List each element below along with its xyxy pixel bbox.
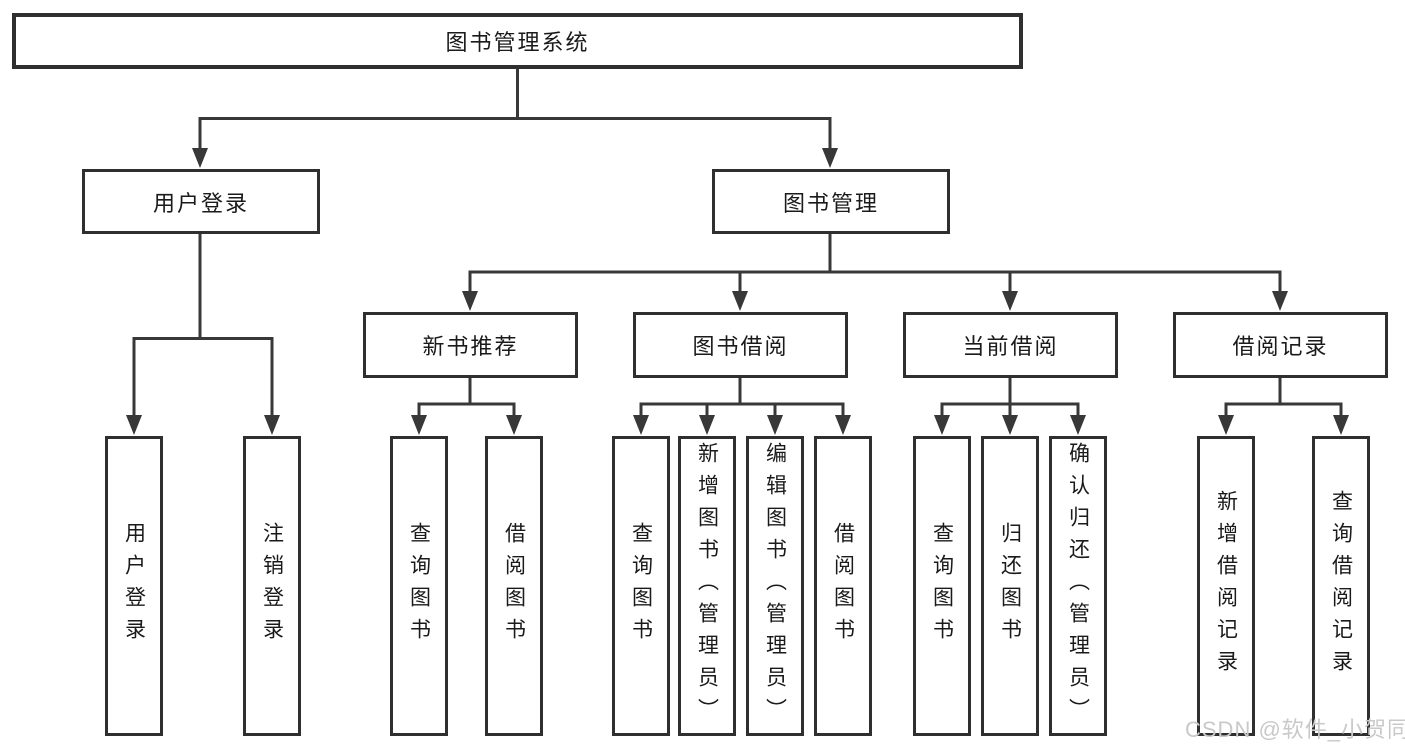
arrow-icon bbox=[934, 415, 950, 435]
leaf-label: 新增图书（管理员） bbox=[695, 442, 719, 730]
leaf-confirm-return-admin: 确认归还（管理员） bbox=[1049, 436, 1107, 736]
arrow-icon bbox=[192, 148, 208, 168]
connector-borrow-branch bbox=[639, 378, 845, 417]
arrow-icon bbox=[835, 415, 851, 435]
leaf-label: 注销登录 bbox=[260, 522, 284, 650]
leaf-label: 归还图书 bbox=[998, 522, 1022, 650]
csdn-watermark: CSDN @软件_小贺同学 bbox=[1185, 717, 1405, 742]
connector-book-trunk bbox=[468, 234, 1282, 293]
connector-current-branch bbox=[940, 378, 1080, 417]
arrow-icon bbox=[732, 291, 748, 311]
arrow-icon bbox=[264, 415, 280, 435]
arrow-icon bbox=[699, 415, 715, 435]
arrow-icon bbox=[411, 415, 427, 435]
connector-newrec-branch bbox=[417, 378, 516, 417]
leaf-logout: 注销登录 bbox=[243, 436, 301, 736]
leaf-query-books: 查询图书 bbox=[390, 436, 448, 736]
leaf-query-books: 查询图书 bbox=[913, 436, 971, 736]
arrow-icon bbox=[822, 148, 838, 168]
leaf-label: 确认归还（管理员） bbox=[1066, 442, 1090, 730]
node-borrow-record: 借阅记录 bbox=[1173, 312, 1388, 378]
leaf-label: 用户登录 bbox=[122, 522, 146, 650]
leaf-borrow-books: 借阅图书 bbox=[485, 436, 543, 736]
leaf-query-borrow-record: 查询借阅记录 bbox=[1312, 436, 1370, 736]
leaf-borrow-books: 借阅图书 bbox=[814, 436, 872, 736]
node-new-book-recommend: 新书推荐 bbox=[363, 312, 578, 378]
leaf-add-books-admin: 新增图书（管理员） bbox=[678, 436, 736, 736]
arrow-icon bbox=[1333, 415, 1349, 435]
arrow-icon bbox=[462, 291, 478, 311]
leaf-label: 借阅图书 bbox=[502, 522, 526, 650]
connector-record-branch bbox=[1224, 378, 1343, 417]
leaf-add-borrow-record: 新增借阅记录 bbox=[1197, 436, 1255, 736]
connector-user-branch bbox=[132, 234, 274, 417]
leaf-label: 查询图书 bbox=[930, 522, 954, 650]
leaf-label: 查询图书 bbox=[629, 522, 653, 650]
connector-root-trunk bbox=[198, 69, 832, 150]
arrow-icon bbox=[506, 415, 522, 435]
leaf-query-books: 查询图书 bbox=[612, 436, 670, 736]
leaf-label: 查询图书 bbox=[407, 522, 431, 650]
leaf-label: 编辑图书（管理员） bbox=[763, 442, 787, 730]
leaf-return-books: 归还图书 bbox=[981, 436, 1039, 736]
leaf-edit-books-admin: 编辑图书（管理员） bbox=[746, 436, 804, 736]
node-book-management: 图书管理 bbox=[712, 169, 950, 234]
arrow-icon bbox=[1218, 415, 1234, 435]
leaf-user-login: 用户登录 bbox=[105, 436, 163, 736]
arrow-icon bbox=[126, 415, 142, 435]
arrow-icon bbox=[1070, 415, 1086, 435]
node-book-borrow: 图书借阅 bbox=[633, 312, 848, 378]
node-user-login: 用户登录 bbox=[82, 169, 320, 234]
node-library-management-system: 图书管理系统 bbox=[12, 13, 1023, 69]
arrowheads bbox=[126, 148, 1349, 435]
node-current-borrow: 当前借阅 bbox=[903, 312, 1118, 378]
arrow-icon bbox=[767, 415, 783, 435]
leaf-label: 查询借阅记录 bbox=[1329, 490, 1353, 682]
arrow-icon bbox=[1002, 291, 1018, 311]
leaf-label: 借阅图书 bbox=[831, 522, 855, 650]
arrow-icon bbox=[1002, 415, 1018, 435]
arrow-icon bbox=[633, 415, 649, 435]
leaf-label: 新增借阅记录 bbox=[1214, 490, 1238, 682]
arrow-icon bbox=[1272, 291, 1288, 311]
